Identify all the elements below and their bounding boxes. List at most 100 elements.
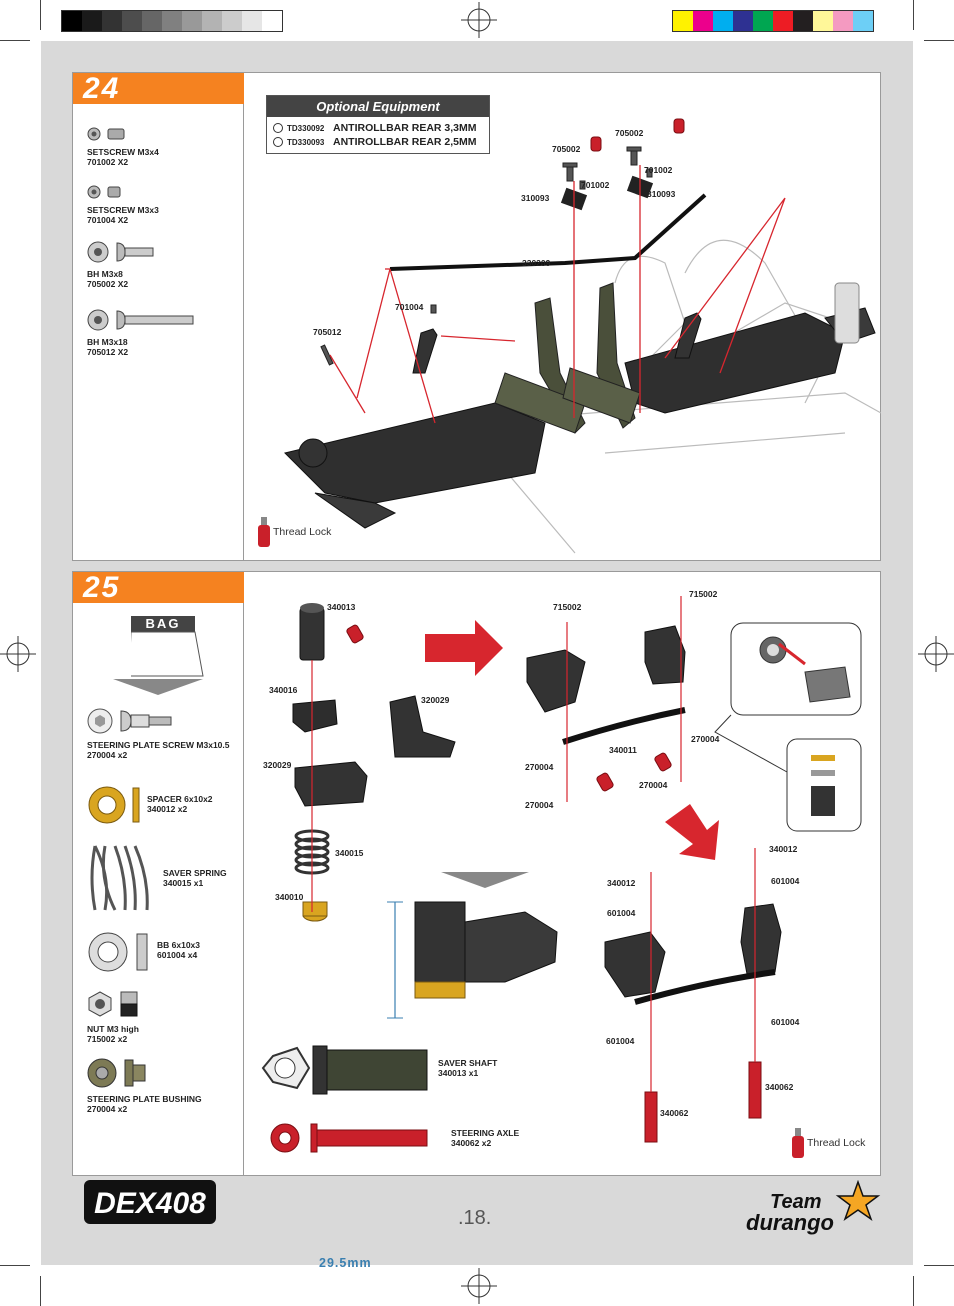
part-spec: 340013 x1 <box>438 1068 479 1078</box>
part-spec: 270004 x2 <box>87 750 128 760</box>
part-spec: 270004 x2 <box>87 1104 128 1114</box>
crop-mark <box>0 1265 30 1266</box>
part-label: 330209 <box>522 258 551 268</box>
crop-mark <box>913 0 914 30</box>
part-label: 340012 <box>769 844 798 854</box>
optional-item[interactable]: TD330092 ANTIROLLBAR REAR 3,3MM <box>267 121 489 135</box>
bushing-end-icon <box>87 1058 117 1088</box>
steering-axle-caption: STEERING AXLE 340062 x2 <box>451 1128 519 1148</box>
registration-mark-left <box>0 636 36 672</box>
bag-icon <box>131 616 204 677</box>
optional-name: ANTIROLLBAR REAR 2,5MM <box>333 136 477 148</box>
part-setscrew-m3x4: SETSCREW M3x4 701002 X2 <box>87 127 159 167</box>
part-label: 340012 <box>607 878 636 888</box>
spacer-icon <box>88 786 140 824</box>
part-name: BH M3x18 <box>87 337 128 347</box>
part-label: 705002 <box>552 144 581 154</box>
down-arrow-icon <box>113 679 203 695</box>
page-number: .18. <box>458 1207 492 1229</box>
crop-mark <box>40 1276 41 1306</box>
part-label: 340016 <box>269 685 298 695</box>
button-head-screw-side-icon <box>116 310 194 330</box>
part-name: SAVER SPRING <box>163 868 227 878</box>
part-name: STEERING PLATE SCREW M3x10.5 <box>87 740 230 750</box>
setscrew-side-icon <box>107 128 125 140</box>
optional-equipment-title: Optional Equipment <box>267 96 489 117</box>
part-label: 715002 <box>553 602 582 612</box>
hex-screw-end-icon <box>87 708 113 734</box>
part-label: 270004 <box>691 734 720 744</box>
crop-mark <box>40 0 41 30</box>
optional-item[interactable]: TD330093 ANTIROLLBAR REAR 2,5MM <box>267 135 489 149</box>
step-number: 24 <box>73 73 244 104</box>
star-icon <box>835 1180 881 1221</box>
ball-bearing-icon <box>88 932 148 972</box>
part-setscrew-m3x3: SETSCREW M3x3 701004 X2 <box>87 185 159 225</box>
crop-mark <box>913 1276 914 1306</box>
part-label: 320029 <box>263 760 292 770</box>
part-steering-plate-bushing: STEERING PLATE BUSHING 270004 x2 <box>87 1058 202 1114</box>
part-label: 705012 <box>313 327 342 337</box>
part-bh-m3x8: BH M3x8 705002 X2 <box>87 241 155 289</box>
registration-mark-bottom <box>461 1268 497 1304</box>
bushing-side-icon <box>124 1059 146 1087</box>
part-label: 270004 <box>525 800 554 810</box>
part-label: 340013 <box>327 602 356 612</box>
part-label: 601004 <box>771 1017 800 1027</box>
radio-icon[interactable] <box>273 123 283 133</box>
part-label: 310093 <box>521 193 550 203</box>
part-label: 701004 <box>395 302 424 312</box>
saver-shaft-caption: SAVER SHAFT 340013 x1 <box>438 1058 497 1078</box>
part-label: 601004 <box>607 908 636 918</box>
part-label: 320029 <box>421 695 450 705</box>
part-name: BB 6x10x3 <box>157 940 201 950</box>
optional-code: TD330092 <box>287 123 325 133</box>
part-name: BH M3x8 <box>87 269 123 279</box>
optional-code: TD330093 <box>287 137 325 147</box>
saver-spring-icon <box>90 845 149 911</box>
part-spec: 340062 x2 <box>451 1138 492 1148</box>
thread-lock-bottle-icon <box>792 1128 804 1158</box>
bag-label: BAG <box>145 616 181 631</box>
step-24-illustration: Optional Equipment TD330092 ANTIROLLBAR … <box>245 73 881 560</box>
part-name: NUT M3 high <box>87 1024 139 1034</box>
part-spec: 715002 x2 <box>87 1034 128 1044</box>
part-label: 715002 <box>689 589 718 599</box>
parts-sidebar: 25 BAG STEERING PLATE SCREW M3x10.5 2700… <box>73 572 244 1175</box>
part-spacer: SPACER 6x10x2 340012 x2 <box>147 794 213 814</box>
registration-mark-right <box>918 636 954 672</box>
steering-assembly-illustration <box>261 596 862 1153</box>
thread-lock-label: Thread Lock <box>273 526 332 538</box>
part-label: 340011 <box>609 745 637 755</box>
part-label: 340010 <box>275 892 304 902</box>
thread-lock-bottle-icon <box>258 517 270 547</box>
crop-mark <box>924 1265 954 1266</box>
part-label: 701002 <box>644 165 673 175</box>
nut-side-icon <box>120 991 138 1017</box>
thread-lock-label: Thread Lock <box>807 1137 866 1149</box>
grayscale-bar <box>61 10 283 32</box>
part-spec: 340015 x1 <box>163 878 204 888</box>
crop-mark <box>924 40 954 41</box>
radio-icon[interactable] <box>273 137 283 147</box>
setscrew-end-icon <box>87 185 101 199</box>
part-bh-m3x18: BH M3x18 705012 X2 <box>87 309 195 357</box>
part-label: 270004 <box>525 762 554 772</box>
part-label: 701002 <box>581 180 610 190</box>
registration-mark-top <box>461 2 497 38</box>
step-25-illustration: 340013 340016 320029 320029 340015 34001… <box>245 572 880 1270</box>
part-name: STEERING AXLE <box>451 1128 520 1138</box>
durango-logo-text: durango <box>746 1210 834 1235</box>
part-name: SETSCREW M3x4 <box>87 147 159 157</box>
part-spec: 701004 X2 <box>87 215 129 225</box>
dex408-logo-text: DEX408 <box>94 1187 206 1220</box>
crop-mark <box>0 40 30 41</box>
part-label: 340015 <box>335 848 364 858</box>
part-steering-plate-screw: STEERING PLATE SCREW M3x10.5 270004 x2 <box>87 708 229 760</box>
part-label: 340062 <box>765 1082 794 1092</box>
part-spec: 601004 x4 <box>157 950 198 960</box>
part-spec: 705012 X2 <box>87 347 129 357</box>
rear-suspension-illustration <box>284 118 881 554</box>
part-label: 270004 <box>639 780 668 790</box>
button-head-screw-end-icon <box>87 309 109 331</box>
